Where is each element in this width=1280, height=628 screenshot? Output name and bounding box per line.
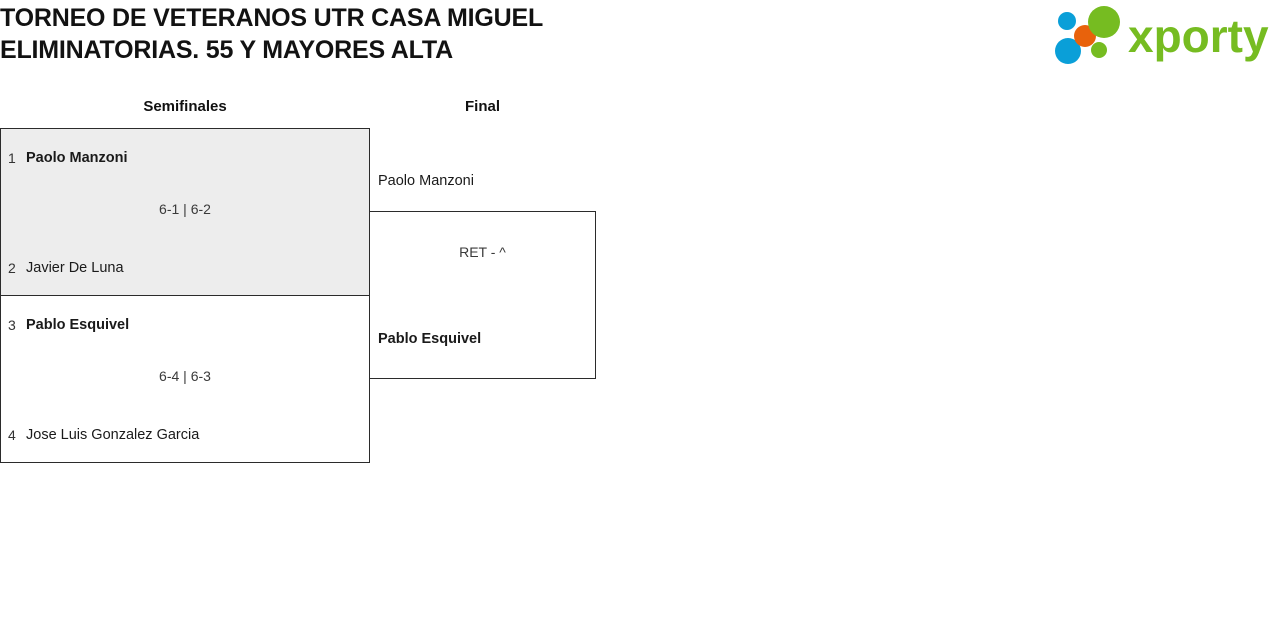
match-semifinal-1[interactable]: 1 Paolo Manzoni 6-1 | 6-2 2 Javier De Lu… — [0, 128, 370, 296]
match-player-row-bottom[interactable]: 4 Jose Luis Gonzalez Garcia — [1, 423, 369, 447]
player-name: Pablo Esquivel — [26, 317, 130, 333]
match-score: 6-1 | 6-2 — [159, 201, 211, 217]
player-name: Pablo Esquivel — [378, 331, 482, 347]
match-final[interactable]: Paolo Manzoni RET - ^ Pablo Esquivel — [369, 173, 596, 379]
match-score: RET - ^ — [459, 244, 506, 260]
match-player-row-top[interactable]: 1 Paolo Manzoni — [1, 146, 369, 170]
xporty-logo[interactable]: xporty — [1050, 6, 1276, 64]
round-header-final: Final — [464, 98, 500, 115]
round-header-semifinals: Semifinales — [143, 98, 227, 115]
match-player-row-top[interactable]: 3 Pablo Esquivel — [1, 313, 369, 337]
page-header: TORNEO DE VETERANOS UTR CASA MIGUEL ELIM… — [0, 0, 1280, 78]
match-semifinal-2[interactable]: 3 Pablo Esquivel 6-4 | 6-3 4 Jose Luis G… — [0, 295, 370, 463]
player-seed: 2 — [8, 260, 16, 276]
match-score: 6-4 | 6-3 — [159, 368, 211, 384]
logo-wordmark: xporty — [1128, 10, 1269, 62]
player-name: Paolo Manzoni — [26, 150, 128, 166]
player-name: Javier De Luna — [26, 260, 124, 276]
match-player-row-bottom[interactable]: Pablo Esquivel — [370, 327, 595, 351]
match-player-row-bottom[interactable]: 2 Javier De Luna — [1, 256, 369, 280]
player-name: Paolo Manzoni — [378, 173, 474, 189]
logo-dot-green-small — [1091, 42, 1107, 58]
player-seed: 3 — [8, 317, 16, 333]
player-name: Jose Luis Gonzalez Garcia — [26, 427, 200, 443]
logo-dot-blue-large — [1055, 38, 1081, 64]
player-seed: 1 — [8, 150, 16, 166]
player-seed: 4 — [8, 427, 16, 443]
match-player-row-top[interactable]: Paolo Manzoni — [370, 169, 595, 193]
logo-dot-blue-small — [1058, 12, 1076, 30]
logo-dot-green-large — [1088, 6, 1120, 38]
xporty-logo-svg: xporty — [1055, 6, 1269, 64]
page-title: TORNEO DE VETERANOS UTR CASA MIGUEL ELIM… — [0, 4, 543, 64]
